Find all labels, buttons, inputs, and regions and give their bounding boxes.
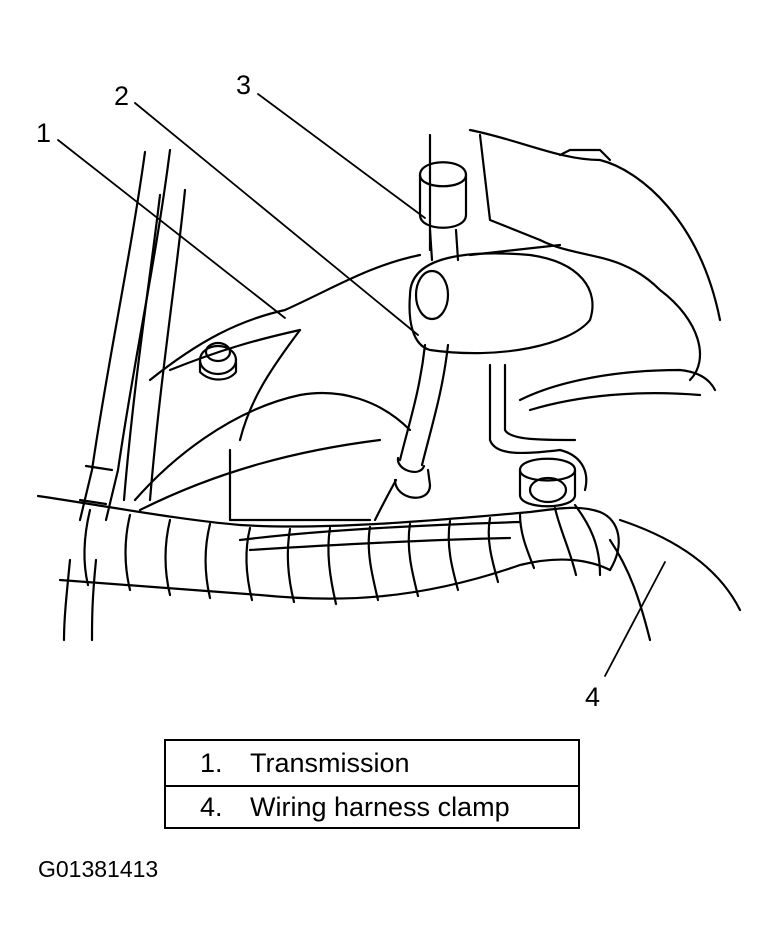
leader-line-1 (57, 139, 286, 319)
legend-number: 1. (200, 748, 223, 778)
leader-line-2 (134, 102, 419, 336)
callout-3: 3 (236, 70, 252, 100)
engine-body (428, 128, 742, 642)
harness-clamp-bracket (488, 363, 588, 508)
leader-line-3 (257, 93, 426, 219)
leader-lines (57, 93, 666, 677)
legend-row: 1. Transmission (166, 741, 578, 787)
figure-id: G01381413 (38, 856, 159, 882)
dipstick-cap (418, 161, 468, 262)
leader-line-4 (604, 561, 666, 677)
fluid-tube (373, 343, 450, 522)
wiring-harness (36, 494, 620, 606)
left-hose (62, 148, 187, 642)
legend-row: 4. Wiring harness clamp (166, 785, 578, 829)
transmission-housing (133, 253, 422, 522)
legend-number: 4. (200, 792, 223, 822)
legend-text: Wiring harness clamp (250, 792, 510, 822)
callout-1: 1 (36, 118, 52, 148)
legend-table: 1. Transmission 4. Wiring harness clamp (164, 739, 580, 829)
legend-text: Transmission (250, 748, 410, 778)
callout-2: 2 (114, 81, 130, 111)
callout-4: 4 (585, 682, 601, 712)
tube-bracket (408, 243, 594, 355)
